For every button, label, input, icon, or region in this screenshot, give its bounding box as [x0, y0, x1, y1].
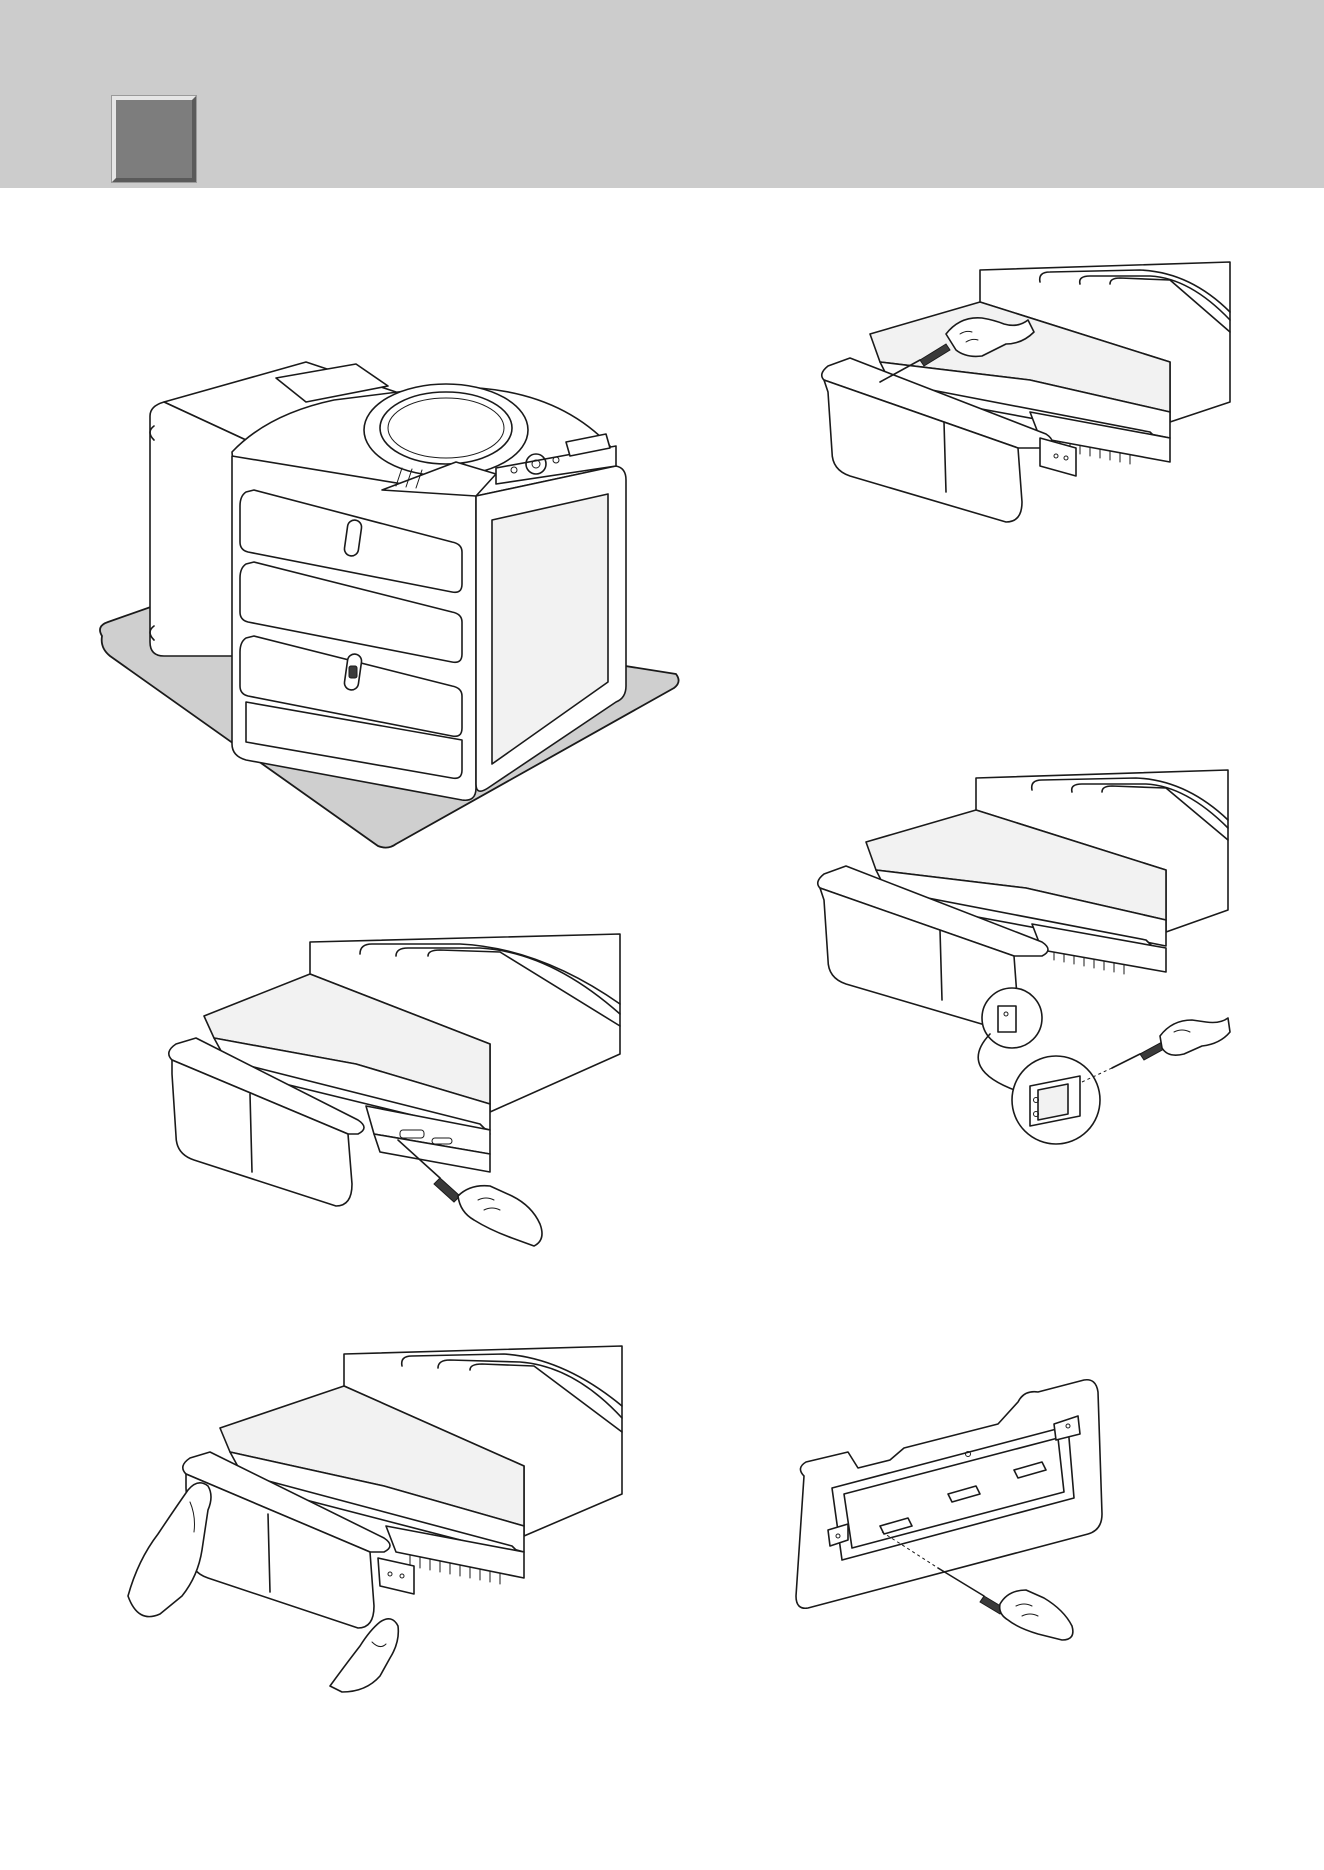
drawer-front-panel-screw-icon	[788, 1364, 1104, 1644]
drawer-lift-hands-icon	[124, 1346, 626, 1694]
drawer-screwdriver-inside-icon	[810, 262, 1234, 562]
rail-bracket-detail-icon	[806, 770, 1232, 1146]
header-band	[0, 0, 1324, 188]
header-marker	[112, 96, 196, 182]
drawer-rail-screw-icon	[160, 934, 624, 1252]
washer-with-pedestal-drawer-icon	[96, 356, 680, 850]
